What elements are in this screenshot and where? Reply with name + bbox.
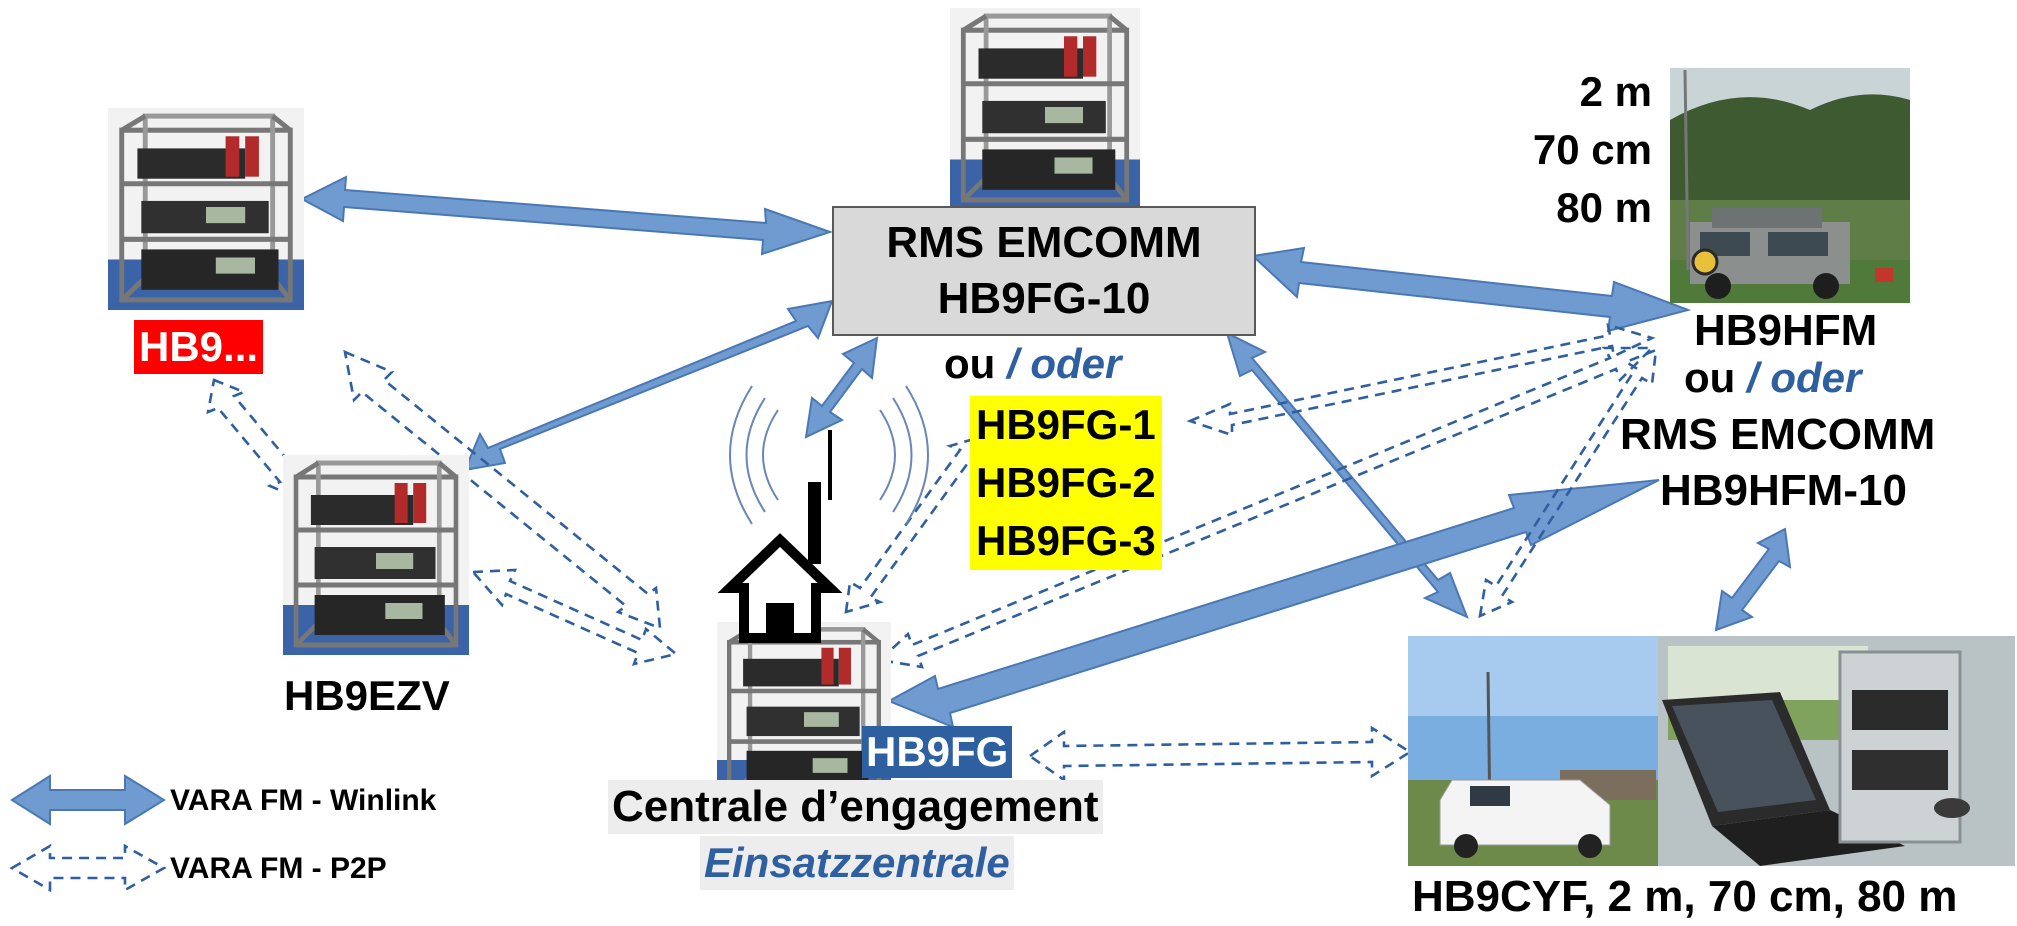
- station-photo-hb9fg: [717, 622, 891, 806]
- station-photo-hb9: [108, 108, 304, 310]
- p2p-hfm-fg1: [1186, 323, 1656, 437]
- hb9fg-3-label: HB9FG-3: [970, 512, 1162, 570]
- legend-symbol-p2p: [9, 843, 167, 893]
- alternatives-oder: / oder: [1006, 340, 1122, 387]
- p2p-hb9-ezv: [206, 378, 307, 500]
- hb9ezv-label: HB9EZV: [284, 672, 450, 719]
- legend-winlink-label: VARA FM - Winlink: [170, 784, 437, 817]
- rms-hb9fg10-line2: HB9FG-10: [937, 274, 1151, 323]
- hb9hfm-or-label: ou / oder: [1684, 354, 1861, 402]
- hb9hfm-band-70cm: 70 cm: [1532, 126, 1652, 173]
- rms-hb9fg10-line1: RMS EMCOMM: [886, 218, 1202, 267]
- antenna-icon: [808, 430, 832, 564]
- hb9hfm-band-2m: 2 m: [1579, 68, 1652, 115]
- p2p-fg-fg1: [844, 434, 986, 614]
- vehicle-photo-hb9cyf: [1408, 636, 1658, 866]
- arrow-hb9-rms: [299, 175, 834, 256]
- p2p-hb9-fg: [343, 349, 662, 630]
- hb9cyf-label: HB9CYF, 2 m, 70 cm, 80 m: [1412, 872, 1958, 921]
- hb9fg-caption-de: Einsatzzentrale: [700, 836, 1014, 890]
- legend-p2p-label: VARA FM - P2P: [170, 852, 387, 885]
- p2p-ezv-fg: [470, 568, 679, 666]
- alternatives-ou: ou: [944, 340, 996, 387]
- station-photo-hb9ezv: [283, 455, 469, 655]
- hb9fg-1-label: HB9FG-1: [970, 396, 1162, 454]
- arrow-rms-fg: [804, 336, 879, 439]
- hb9fg-label: HB9FG: [862, 726, 1013, 778]
- arrow-fg-hfm10: [886, 479, 1660, 729]
- radio-waves-icon: [729, 385, 929, 525]
- hb9hfm-label: HB9HFM: [1694, 306, 1878, 355]
- arrow-rms-hfm: [1250, 246, 1692, 333]
- p2p-fg-cyf: [1027, 725, 1413, 783]
- rms-hb9fg10-box: RMS EMCOMM HB9FG-10: [832, 206, 1256, 336]
- alternatives-or-label: ou / oder: [944, 340, 1121, 388]
- winlink-arrows: [299, 175, 1792, 729]
- laptop-photo-hb9cyf: [1658, 636, 2015, 866]
- hb9hfm-oder: / oder: [1746, 354, 1862, 401]
- legend-symbol-winlink: [10, 774, 166, 826]
- hb9fg-caption-fr: Centrale d’engagement: [608, 780, 1103, 834]
- vehicle-photo-hb9hfm: [1670, 68, 1910, 303]
- station-photo-rms: [950, 8, 1140, 210]
- hb9fg-2-label: HB9FG-2: [970, 454, 1162, 512]
- hb9hfm-band-80m: 80 m: [1556, 184, 1652, 231]
- arrow-hfm10-cyf: [1714, 527, 1792, 632]
- hb9hfm-rms-line2: HB9HFM-10: [1660, 466, 1907, 515]
- hb9hfm-rms-line1: RMS EMCOMM: [1620, 410, 1936, 459]
- arrow-rms-ezv: [463, 299, 834, 472]
- hb9hfm-ou: ou: [1684, 354, 1736, 401]
- hb9-unknown-label: HB9...: [134, 320, 264, 374]
